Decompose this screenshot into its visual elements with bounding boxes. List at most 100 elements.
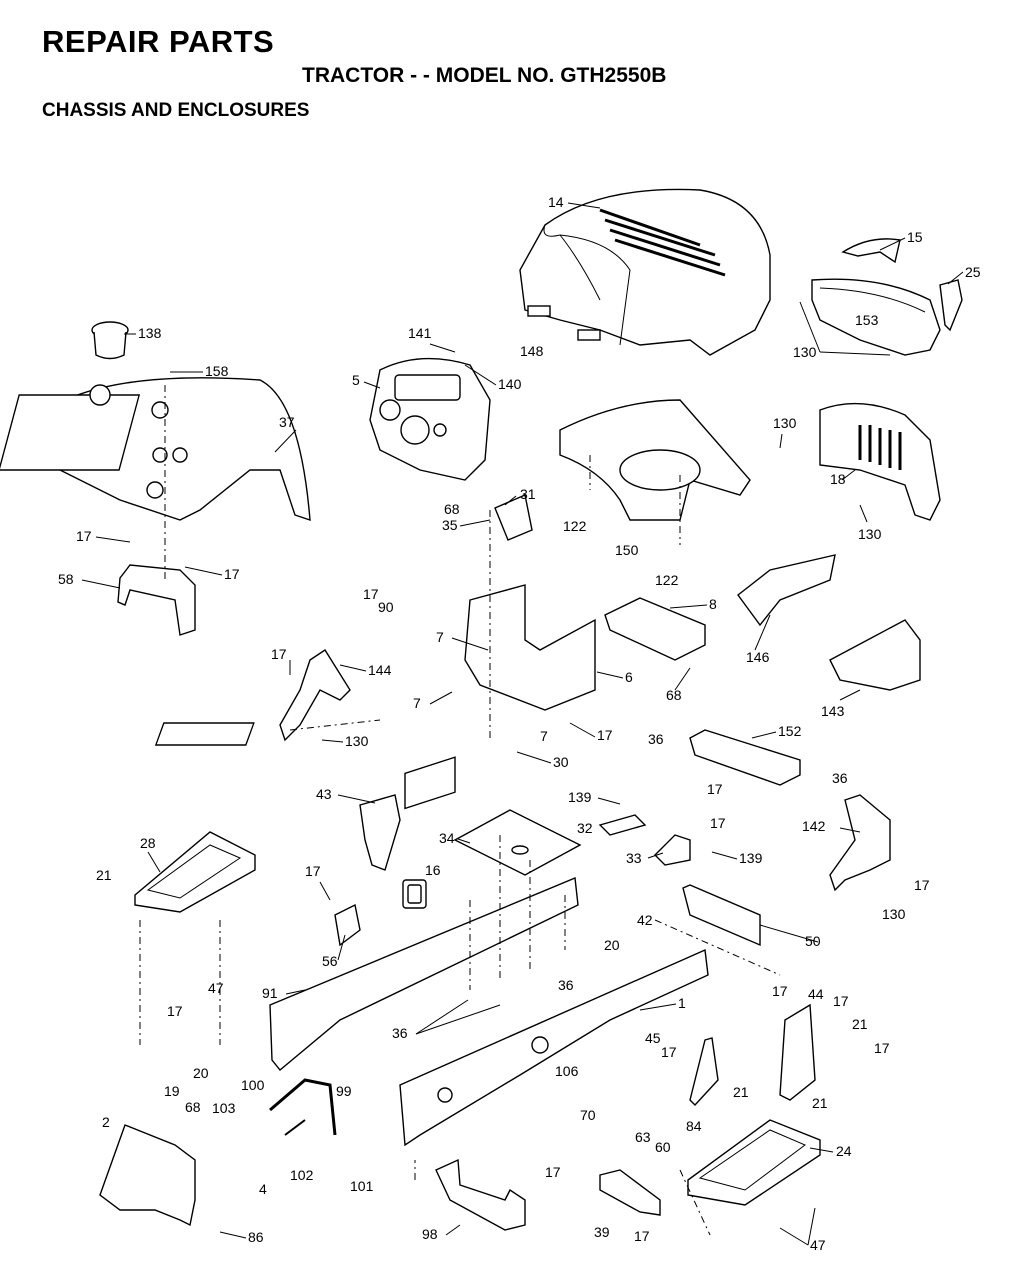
callout-31: 31 xyxy=(520,486,536,502)
frame-rail-1-part xyxy=(399,948,709,1147)
assembly-lines xyxy=(139,385,781,1236)
callout-21-d: 21 xyxy=(812,1095,828,1111)
callout-101: 101 xyxy=(350,1178,374,1194)
fender-bracket-part xyxy=(117,564,196,636)
footrest-panel-part xyxy=(559,399,751,521)
frame-rail-91-part xyxy=(269,756,579,1071)
callout-7-a: 7 xyxy=(436,629,444,645)
callout-17-p: 17 xyxy=(634,1228,650,1244)
callout-139-b: 139 xyxy=(739,850,763,866)
callout-4: 4 xyxy=(259,1181,267,1197)
callout-140: 140 xyxy=(498,376,522,392)
callout-102: 102 xyxy=(290,1167,314,1183)
callout-139-a: 139 xyxy=(568,789,592,805)
bracket-142-part xyxy=(829,794,891,892)
battery-tray-part xyxy=(604,597,706,661)
callout-16: 16 xyxy=(425,862,441,878)
callout-17-a: 17 xyxy=(76,528,92,544)
callout-153: 153 xyxy=(855,312,879,328)
callout-21-c: 21 xyxy=(733,1084,749,1100)
callout-17-k: 17 xyxy=(833,993,849,1009)
callout-130-c: 130 xyxy=(858,526,882,542)
callout-130-a: 130 xyxy=(793,344,817,360)
callout-28: 28 xyxy=(140,835,156,851)
callout-70: 70 xyxy=(580,1107,596,1123)
callout-39: 39 xyxy=(594,1224,610,1240)
callout-8: 8 xyxy=(709,596,717,612)
bracket-33-part xyxy=(654,834,691,866)
emblem-part xyxy=(841,238,901,264)
callout-17-b: 17 xyxy=(224,566,240,582)
lever-99-part xyxy=(269,1078,337,1136)
pad-16-part xyxy=(402,879,427,909)
bracket-56-part xyxy=(334,903,361,947)
callout-17-d: 17 xyxy=(271,646,287,662)
plate-34-part xyxy=(453,809,582,876)
callout-30: 30 xyxy=(553,754,569,770)
bracket-144-part xyxy=(279,649,351,742)
callout-44: 44 xyxy=(808,986,824,1002)
callout-68-c: 68 xyxy=(185,1099,201,1115)
callout-37: 37 xyxy=(279,414,295,430)
callout-18: 18 xyxy=(830,471,846,487)
callout-98: 98 xyxy=(422,1226,438,1242)
bracket-44-part xyxy=(779,1003,816,1101)
dash-console-part xyxy=(369,357,491,481)
callout-1: 1 xyxy=(678,995,686,1011)
fender-part xyxy=(0,377,311,521)
callout-68-a: 68 xyxy=(444,501,460,517)
callout-148: 148 xyxy=(520,343,544,359)
callout-63: 63 xyxy=(635,1129,651,1145)
callout-86: 86 xyxy=(248,1229,264,1245)
callout-141: 141 xyxy=(408,325,432,341)
callout-130-b: 130 xyxy=(773,415,797,431)
callout-17-m: 17 xyxy=(661,1044,677,1060)
page-title: REPAIR PARTS xyxy=(42,24,275,59)
callout-21-b: 21 xyxy=(852,1016,868,1032)
callout-7-b: 7 xyxy=(413,695,421,711)
callout-36-b: 36 xyxy=(832,770,848,786)
footrest-28-part xyxy=(134,831,256,913)
callout-142: 142 xyxy=(802,818,826,834)
callout-32: 32 xyxy=(577,820,593,836)
callout-47-b: 47 xyxy=(810,1237,826,1253)
callout-2: 2 xyxy=(102,1114,110,1130)
callout-152: 152 xyxy=(778,723,802,739)
callout-35: 35 xyxy=(442,517,458,533)
callout-36-a: 36 xyxy=(648,731,664,747)
leader-lines xyxy=(81,202,964,1246)
bumper-50-part xyxy=(682,884,761,947)
callout-17-o: 17 xyxy=(545,1164,561,1180)
grille-housing-part xyxy=(811,278,941,356)
callout-58: 58 xyxy=(58,571,74,587)
callout-20-a: 20 xyxy=(604,937,620,953)
callout-20-b: 20 xyxy=(193,1065,209,1081)
callout-43: 43 xyxy=(316,786,332,802)
callout-6: 6 xyxy=(625,669,633,685)
bracket-84-part xyxy=(689,1037,719,1107)
dash-tower-part xyxy=(154,494,596,746)
callout-34: 34 xyxy=(439,830,455,846)
side-panel-143-part xyxy=(829,619,921,691)
bracket-43-part xyxy=(359,794,401,871)
callout-130-e: 130 xyxy=(882,906,906,922)
callout-7-c: 7 xyxy=(540,728,548,744)
callout-103: 103 xyxy=(212,1100,236,1116)
callout-90: 90 xyxy=(378,599,394,615)
callout-17-g: 17 xyxy=(710,815,726,831)
callout-138: 138 xyxy=(138,325,162,341)
callout-5: 5 xyxy=(352,372,360,388)
callout-143: 143 xyxy=(821,703,845,719)
callout-122-a: 122 xyxy=(563,518,587,534)
callout-17-h: 17 xyxy=(305,863,321,879)
callout-158: 158 xyxy=(205,363,229,379)
callout-labels: 14 15 25 153 130 148 138 158 141 140 5 3… xyxy=(58,194,981,1253)
callout-106: 106 xyxy=(555,1063,579,1079)
callout-17-c: 17 xyxy=(363,586,379,602)
bracket-39-part xyxy=(599,1169,661,1216)
callout-21-a: 21 xyxy=(96,867,112,883)
callout-17-e: 17 xyxy=(597,727,613,743)
callout-100: 100 xyxy=(241,1077,265,1093)
callout-144: 144 xyxy=(368,662,392,678)
callout-91: 91 xyxy=(262,985,278,1001)
